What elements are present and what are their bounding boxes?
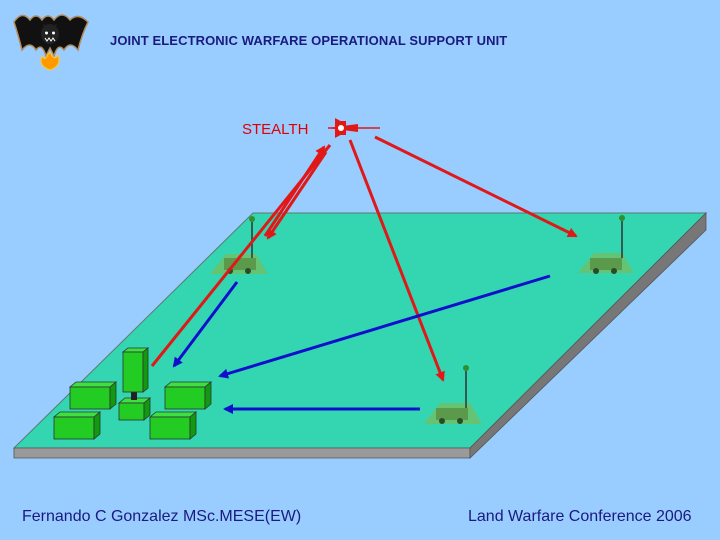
mast-tower [122,351,144,393]
arrow-aircraft-to-site1 [266,151,328,240]
report-arrows [172,274,551,414]
ew-support-unit-buildings [52,347,213,440]
footer-event: Land Warfare Conference 2006 [468,508,692,525]
arrow-site1-to-ew-unit [172,281,239,368]
arrow-site2-to-ew-unit [218,274,551,379]
bat-emblem-logo [13,14,89,71]
stealth-aircraft-icon [327,118,380,138]
arrow-aircraft-to-site2 [374,135,578,238]
header-title: JOINT ELECTRONIC WARFARE OPERATIONAL SUP… [110,33,508,48]
flame-icon [40,52,60,71]
antenna-icon [463,365,469,371]
arrow-site1-to-aircraft [263,145,326,237]
arrow-aircraft-to-ew-unit [150,144,332,367]
radar-site-2 [578,215,634,274]
radar-site-3 [424,365,482,424]
stealth-label: STEALTH [242,121,309,138]
footer-author: Fernando C Gonzalez MSc.MESE(EW) [22,508,302,525]
emission-arrows [150,135,578,382]
arrow-aircraft-to-site3 [348,139,445,382]
antenna-icon [619,215,625,221]
antenna-icon [249,216,255,222]
